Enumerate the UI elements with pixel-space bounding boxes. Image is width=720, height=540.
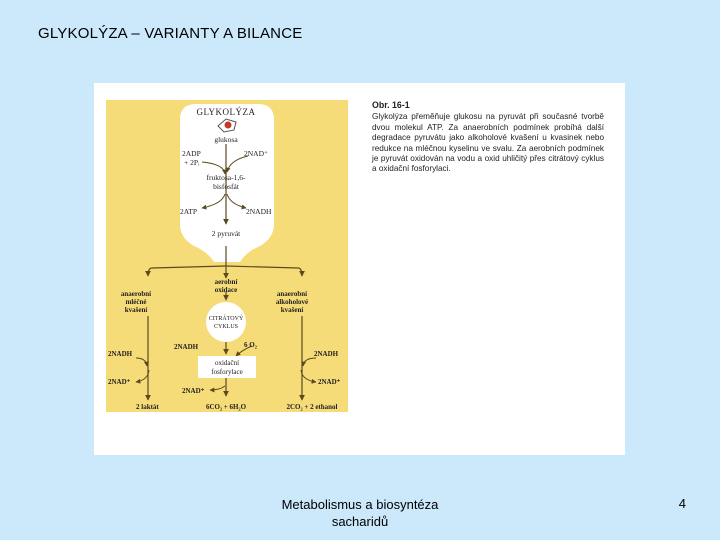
label-aerobic-2: oxidace [215, 286, 238, 294]
label-adp-2: + 2Pᵢ [184, 158, 200, 167]
label-fbp-2: bisfosfát [213, 182, 240, 191]
slide-footer: Metabolismus a biosyntéza sacharidů [260, 496, 460, 530]
label-right-nad: 2NAD⁺ [318, 378, 341, 386]
label-alcohol-3: kvašení [281, 306, 305, 314]
label-nad-in: 2NAD⁺ [244, 149, 268, 158]
footer-line-2: sacharidů [331, 514, 389, 529]
label-left-nadh: 2NADH [108, 350, 133, 358]
label-glycolysis: GLYKOLÝZA [196, 107, 255, 117]
citric-cycle-circle [206, 302, 246, 342]
center-nad-arrow [209, 385, 226, 393]
label-atp-out: 2ATP [180, 207, 197, 216]
label-right-nadh: 2NADH [314, 350, 339, 358]
label-tca-1: CITRÁTOVÝ [209, 314, 244, 322]
label-glucose: glukosa [214, 135, 238, 144]
nad-uptake-arrow [225, 155, 249, 173]
label-co2-water: 6CO₂ + 6H₂O [206, 403, 247, 411]
caption-title: Obr. 16-1 [372, 100, 410, 110]
label-tca-2: CYKLUS [214, 324, 238, 330]
slide-title: GLYKOLÝZA – VARIANTY A BILANCE [38, 25, 303, 42]
figure-caption: Obr. 16-1 Glykolýza přeměňuje glukosu na… [372, 100, 604, 175]
label-left-nad: 2NAD⁺ [108, 378, 131, 386]
label-lactic-2: mléčné [126, 298, 147, 306]
label-oxphos-1: oxidační [215, 359, 239, 367]
label-lactate: 2 laktát [136, 403, 159, 411]
footer-line-1: Metabolismus a biosyntéza [281, 497, 439, 512]
label-oxphos-2: fosforylace [211, 368, 242, 376]
label-lactic-1: anaerobní [121, 290, 152, 298]
split-right-arrow [225, 265, 305, 277]
label-pyruvate: 2 pyruvát [212, 229, 241, 238]
split-left-arrow [145, 265, 227, 277]
caption-text: Glykolýza přeměňuje glukosu na pyruvát p… [372, 112, 604, 174]
o2-arrow [235, 345, 253, 357]
label-lactic-3: kvašení [125, 306, 149, 314]
label-nadh-out: 2NADH [246, 207, 272, 216]
label-center-nad: 2NAD⁺ [182, 387, 205, 395]
label-center-nadh: 2NADH [174, 343, 199, 351]
atp-release-arrow [201, 193, 226, 210]
right-nadh-in [301, 357, 317, 367]
nadh-release-arrow [226, 193, 247, 210]
label-adp-1: 2ADP [182, 149, 201, 158]
left-nad-out [135, 369, 150, 384]
label-alcohol-1: anaerobní [277, 290, 308, 298]
label-fbp-1: fruktosa-1,6- [207, 173, 246, 182]
page-number: 4 [678, 496, 686, 511]
label-alcohol-2: alkoholové [276, 298, 308, 306]
glycolysis-diagram: GLYKOLÝZA glukosa 2ADP + 2Pᵢ 2NAD⁺ frukt… [108, 104, 341, 411]
glucose-molecule-icon [217, 118, 237, 133]
label-aerobic-1: aerobní [215, 278, 239, 286]
label-ethanol: 2CO₂ + 2 ethanol [286, 403, 337, 411]
left-nadh-in [135, 357, 149, 367]
right-nad-out [300, 369, 317, 384]
adp-uptake-arrow [201, 161, 228, 175]
glycolysis-cell [180, 104, 274, 262]
oxphos-box [198, 356, 256, 378]
label-o2: 6 O₂ [244, 341, 257, 349]
